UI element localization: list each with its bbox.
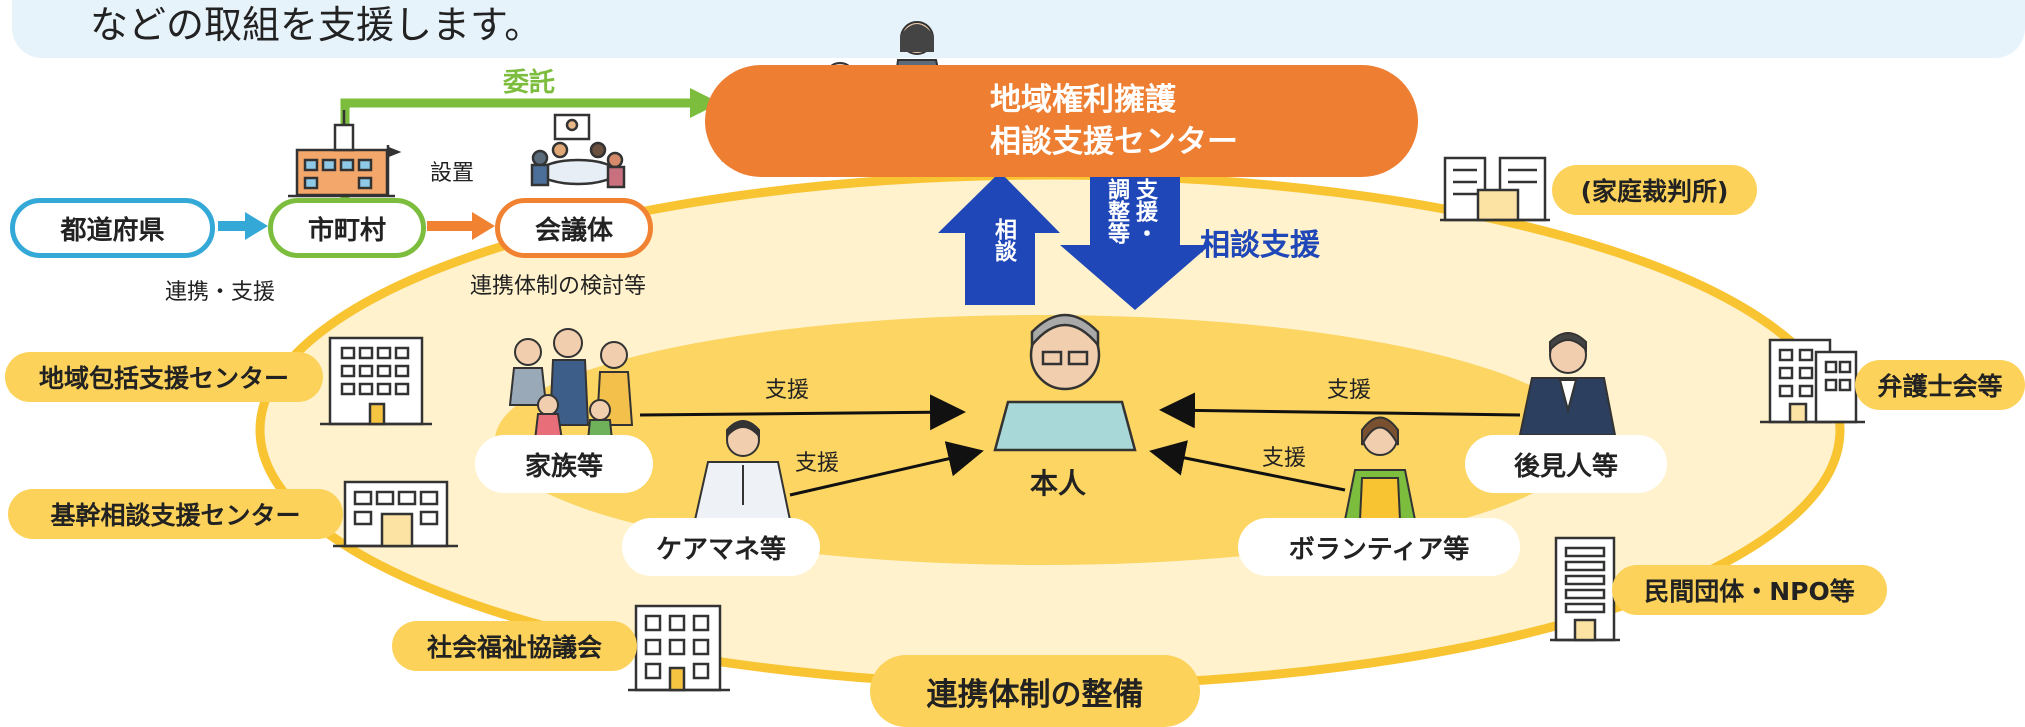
family-court-icon — [1440, 156, 1550, 222]
council-desc-label: 連携体制の検討等 — [470, 274, 647, 299]
volunteer-node: ボランティア等 — [1238, 518, 1520, 576]
network-title: 連携体制の整備 — [870, 655, 1200, 727]
guardian-support-arrow — [1159, 392, 1521, 429]
entrust-label: 委託 — [503, 68, 556, 98]
person-illustration — [993, 313, 1137, 452]
lawyers-building-icon — [1760, 338, 1865, 424]
family-court-node: (家庭裁判所) — [1552, 165, 1757, 215]
top-banner — [12, 0, 2025, 58]
lawyers-node: 弁護士会等 — [1855, 360, 2025, 410]
regional-center-building-icon — [320, 336, 432, 426]
core-center-node: 基幹相談支援センター — [8, 489, 343, 539]
rights-advocacy-center: 地域権利擁護 相談支援センター — [705, 65, 1418, 177]
prefecture-node: 都道府県 — [10, 198, 215, 258]
support-down-arrow — [1060, 172, 1210, 310]
banner-text: などの取組を支援します。 — [90, 3, 543, 47]
consult-up-arrow — [938, 172, 1060, 305]
center-title-line1: 地域権利擁護 — [990, 82, 1176, 118]
support-label-col2: 調整等 — [1104, 178, 1129, 244]
setup-label: 設置 — [430, 161, 475, 186]
consult-support-label: 相談支援 — [1200, 228, 1320, 263]
care-support-arrow — [789, 441, 984, 497]
cooperation-support-label: 連携・支援 — [165, 280, 276, 305]
guardian-node: 後見人等 — [1465, 435, 1667, 493]
regional-center-node: 地域包括支援センター — [5, 352, 323, 402]
volunteer-support-arrow — [1149, 440, 1346, 492]
care-manager-illustration — [693, 420, 792, 521]
care-manager-node: ケアマネ等 — [622, 518, 820, 576]
welfare-council-building-icon — [628, 604, 730, 692]
municipality-node: 市町村 — [268, 198, 426, 258]
volunteer-support-label: 支援 — [1262, 446, 1307, 471]
core-center-building-icon — [333, 480, 458, 548]
npo-building-icon — [1550, 536, 1620, 642]
support-label-col1: 支援・ — [1132, 178, 1157, 244]
care-support-label: 支援 — [795, 451, 840, 476]
consult-label: 相談 — [991, 218, 1016, 262]
council-node: 会議体 — [495, 198, 653, 258]
center-title-line2: 相談支援センター — [990, 124, 1238, 160]
person-label: 本人 — [1030, 467, 1087, 500]
npo-node: 民間団体・NPO等 — [1612, 565, 1887, 615]
guardian-support-label: 支援 — [1327, 378, 1372, 403]
guardian-illustration — [1518, 332, 1617, 436]
family-node: 家族等 — [475, 435, 653, 493]
city-hall-icon — [288, 110, 402, 198]
family-support-label: 支援 — [765, 378, 810, 403]
meeting-icon — [530, 113, 626, 189]
welfare-council-node: 社会福祉協議会 — [392, 621, 637, 671]
family-support-arrow — [639, 394, 966, 431]
